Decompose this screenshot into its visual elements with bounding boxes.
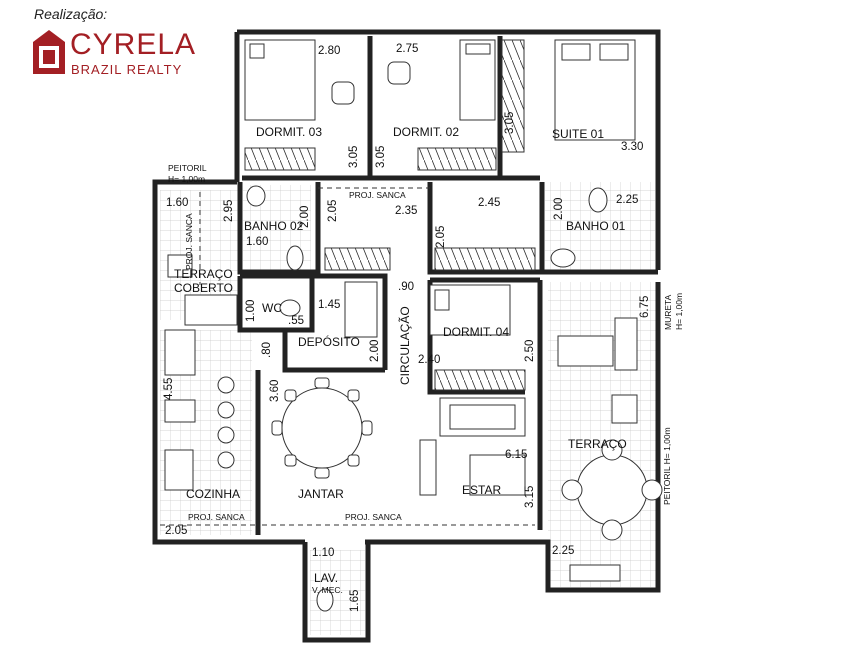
dim-0-80: .80 (261, 342, 273, 358)
dim-2-40: 2.40 (418, 354, 440, 366)
side-table-icon (611, 394, 638, 424)
dining-chairs-icon (271, 377, 373, 479)
peitoril-right: PEITORIL H= 1,00m (662, 427, 672, 505)
proj-sanca-label: PROJ. SANCA (349, 190, 406, 200)
peitoril-top-line2: H= 1,00m (168, 174, 205, 184)
tv-unit-icon (419, 439, 437, 496)
sink-banho-01-icon (550, 248, 576, 268)
dim-1-65: 1.65 (349, 590, 361, 612)
room-lav-2: V. MEC. (312, 585, 343, 595)
dim-1-60-a: 1.60 (166, 197, 188, 209)
room-labels: DORMIT. 03 DORMIT. 02 SUITE 01 BANHO 02 … (174, 125, 627, 595)
dim-1-45: 1.45 (318, 299, 340, 311)
fridge-icon (164, 449, 194, 491)
brand-header: Realização: CYRELA BRAZIL REALTY (0, 0, 230, 85)
toilet-banho-01-icon (588, 187, 608, 213)
dim-2-00-c: 2.00 (369, 340, 381, 362)
proj-sanca-estar: PROJ. SANCA (345, 512, 402, 522)
dim-2-05-a: 2.05 (327, 200, 339, 222)
planter-icon (557, 335, 614, 367)
dim-2-00-b: 2.00 (553, 198, 565, 220)
laundry-icon (184, 294, 238, 326)
room-terraco-coberto-1: TERRAÇO (174, 267, 233, 281)
closets (244, 39, 536, 391)
dim-3-05-c: 3.05 (504, 112, 516, 134)
dim-2-95: 2.95 (223, 200, 235, 222)
dim-0-90: .90 (398, 281, 414, 293)
bed-deposito-icon (344, 281, 378, 338)
chair-icon (331, 81, 355, 105)
dim-3-05-a: 3.05 (348, 146, 360, 168)
proj-sanca-lines (160, 187, 535, 526)
dim-2-75: 2.75 (396, 43, 418, 55)
dim-3-60: 3.60 (269, 380, 281, 402)
room-cozinha: COZINHA (186, 487, 240, 501)
brand-subtitle: BRAZIL REALTY (71, 62, 183, 77)
dimensions: 2.80 2.75 3.05 3.05 3.05 3.30 1.60 2.95 … (163, 43, 651, 612)
pillow-icon (249, 43, 265, 59)
cyrela-house-logo-icon (33, 30, 65, 74)
room-banho-02: BANHO 02 (244, 219, 304, 233)
room-terraco: TERRAÇO (568, 437, 627, 451)
dim-6-15: 6.15 (505, 449, 527, 461)
notes: PEITORIL H= 1,00m MURETA H= 1,00m PEITOR… (168, 163, 684, 522)
dim-0-55: .55 (288, 315, 304, 327)
dim-2-35: 2.35 (395, 205, 417, 217)
dim-3-15: 3.15 (524, 486, 536, 508)
room-circulacao: CIRCULAÇÃO (398, 306, 412, 385)
washer-icon (167, 254, 193, 278)
mureta-line2: H= 1,00m (674, 293, 684, 330)
room-dormit-02: DORMIT. 02 (393, 125, 459, 139)
room-estar: ESTAR (462, 483, 501, 497)
toilet-lav-icon (316, 588, 334, 612)
dim-2-45: 2.45 (478, 197, 500, 209)
toilet-banho-02-icon (286, 245, 304, 271)
mureta-line1: MURETA (663, 294, 673, 330)
stool-icon (217, 376, 235, 394)
room-suite-01: SUITE 01 (552, 127, 604, 141)
dim-2-25-b: 2.25 (552, 545, 574, 557)
peitoril-top-line1: PEITORIL (168, 163, 207, 173)
room-terraco-coberto-2: COBERTO (174, 281, 233, 295)
terrace-table-icon (576, 454, 648, 526)
room-lav-1: LAV. (314, 571, 338, 585)
room-wc: WC (262, 301, 282, 315)
realizacao-label: Realização: (34, 6, 108, 22)
coffee-table-icon (469, 454, 526, 496)
dim-1-00: 1.00 (245, 300, 257, 322)
room-dormit-04: DORMIT. 04 (443, 325, 509, 339)
room-dormit-03: DORMIT. 03 (256, 125, 322, 139)
lounger-icon (614, 317, 638, 371)
room-jantar: JANTAR (298, 487, 344, 501)
dim-3-30: 3.30 (621, 141, 643, 153)
dim-2-50: 2.50 (524, 340, 536, 362)
proj-sanca-terraco: PROJ. SANCA (184, 213, 194, 270)
proj-sanca-cozinha: PROJ. SANCA (188, 512, 245, 522)
sink-icon (164, 399, 196, 423)
dim-2-25-a: 2.25 (616, 194, 638, 206)
dim-4-55: 4.55 (163, 378, 175, 400)
dim-2-05-b: 2.05 (435, 226, 447, 248)
dim-2-80: 2.80 (318, 45, 340, 57)
brand-name: CYRELA (70, 28, 197, 61)
room-deposito: DEPÓSITO (298, 334, 360, 349)
dim-1-10: 1.10 (312, 547, 334, 559)
dim-2-00-a: 2.00 (299, 206, 311, 228)
room-banho-01: BANHO 01 (566, 219, 626, 233)
dim-3-05-b: 3.05 (375, 146, 387, 168)
furniture (164, 39, 663, 612)
sink-banho-02-icon (246, 185, 266, 207)
toilet-wc-icon (279, 299, 301, 317)
stove-icon (164, 329, 196, 376)
bench-icon (569, 564, 621, 582)
dim-1-60-b: 1.60 (246, 236, 268, 248)
dim-6-75: 6.75 (639, 296, 651, 318)
dim-2-05-c: 2.05 (165, 525, 187, 537)
chair-icon (387, 61, 411, 85)
